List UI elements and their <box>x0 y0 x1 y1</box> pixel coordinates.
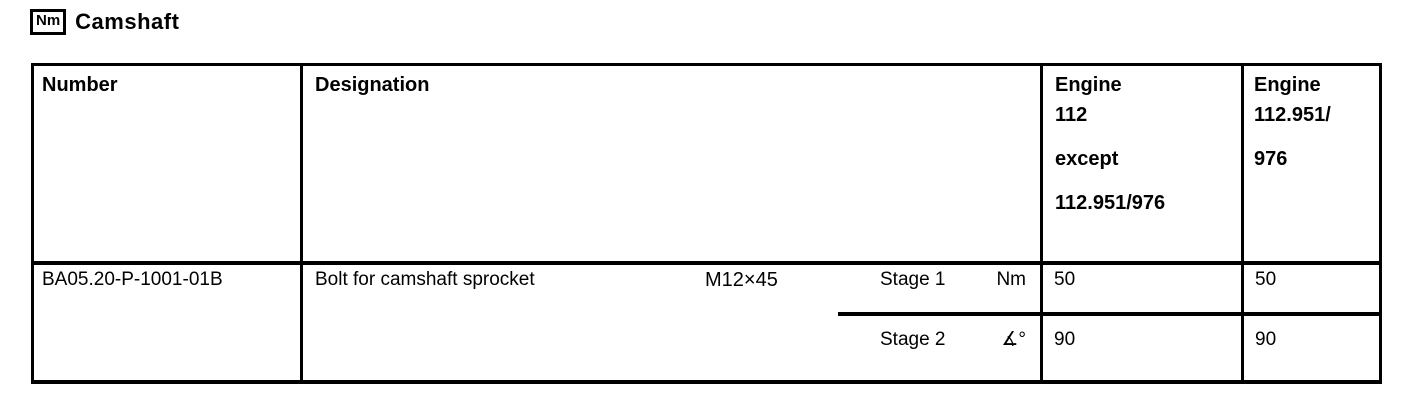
cell-number: BA05.20-P-1001-01B <box>34 265 303 380</box>
stage2-label: Stage 2 <box>880 329 946 350</box>
header-engine2-line3: 976 <box>1254 148 1288 170</box>
bolt-size-text: M12×45 <box>705 269 778 291</box>
header-number-label: Number <box>42 74 118 96</box>
value-stage2-engine-112-except: 90 <box>1054 329 1076 350</box>
header-engine-112-except: Engine 112 except 112.951/976 <box>1043 66 1244 261</box>
value-stage1-engine-112951-976: 50 <box>1244 265 1379 316</box>
header-engine1-line4: 112.951/976 <box>1055 192 1166 214</box>
header-engine1-line2: 112 <box>1055 104 1088 126</box>
header-designation: Designation <box>303 66 1043 261</box>
cell-values-engine-112951-976: 50 90 <box>1244 265 1379 380</box>
stage1-row: Stage 1 Nm <box>838 265 1040 316</box>
page-title: Camshaft <box>75 9 180 34</box>
stage2-row: Stage 2 ∡° <box>838 316 1040 380</box>
cell-values-engine-112-except: 50 90 <box>1043 265 1244 380</box>
stage-column: Stage 1 Nm Stage 2 ∡° <box>838 265 1040 380</box>
table-header-row: Number Designation Engine 112 except 112… <box>34 66 1379 265</box>
header-engine2-line1: Engine <box>1254 74 1321 96</box>
header-engine1-line3: except <box>1055 148 1119 170</box>
section-header: Nm Camshaft <box>30 9 179 35</box>
header-designation-label: Designation <box>315 74 430 96</box>
header-number: Number <box>34 66 303 261</box>
designation-text: Bolt for camshaft sprocket <box>315 269 535 290</box>
designation-layout: Bolt for camshaft sprocket M12×45 Stage … <box>303 265 1040 380</box>
stage1-unit-nm: Nm <box>996 269 1026 290</box>
designation-main: Bolt for camshaft sprocket M12×45 <box>303 265 838 380</box>
header-engine2-line2: 112.951/ <box>1254 104 1331 126</box>
cell-designation: Bolt for camshaft sprocket M12×45 Stage … <box>303 265 1043 380</box>
stage1-label: Stage 1 <box>880 269 946 290</box>
value-stage1-engine-112-except: 50 <box>1043 265 1241 316</box>
header-engine1-line1: Engine <box>1055 74 1122 96</box>
stage2-unit-angle-degrees: ∡° <box>1001 329 1026 350</box>
document-number-text: BA05.20-P-1001-01B <box>42 269 223 290</box>
torque-spec-table: Number Designation Engine 112 except 112… <box>31 63 1382 384</box>
value-stage2-engine-112951-976: 90 <box>1255 329 1277 350</box>
nm-torque-icon: Nm <box>30 9 67 35</box>
table-data-row: BA05.20-P-1001-01B Bolt for camshaft spr… <box>34 265 1379 380</box>
header-engine-112951-976: Engine 112.951/ 976 <box>1244 66 1379 261</box>
